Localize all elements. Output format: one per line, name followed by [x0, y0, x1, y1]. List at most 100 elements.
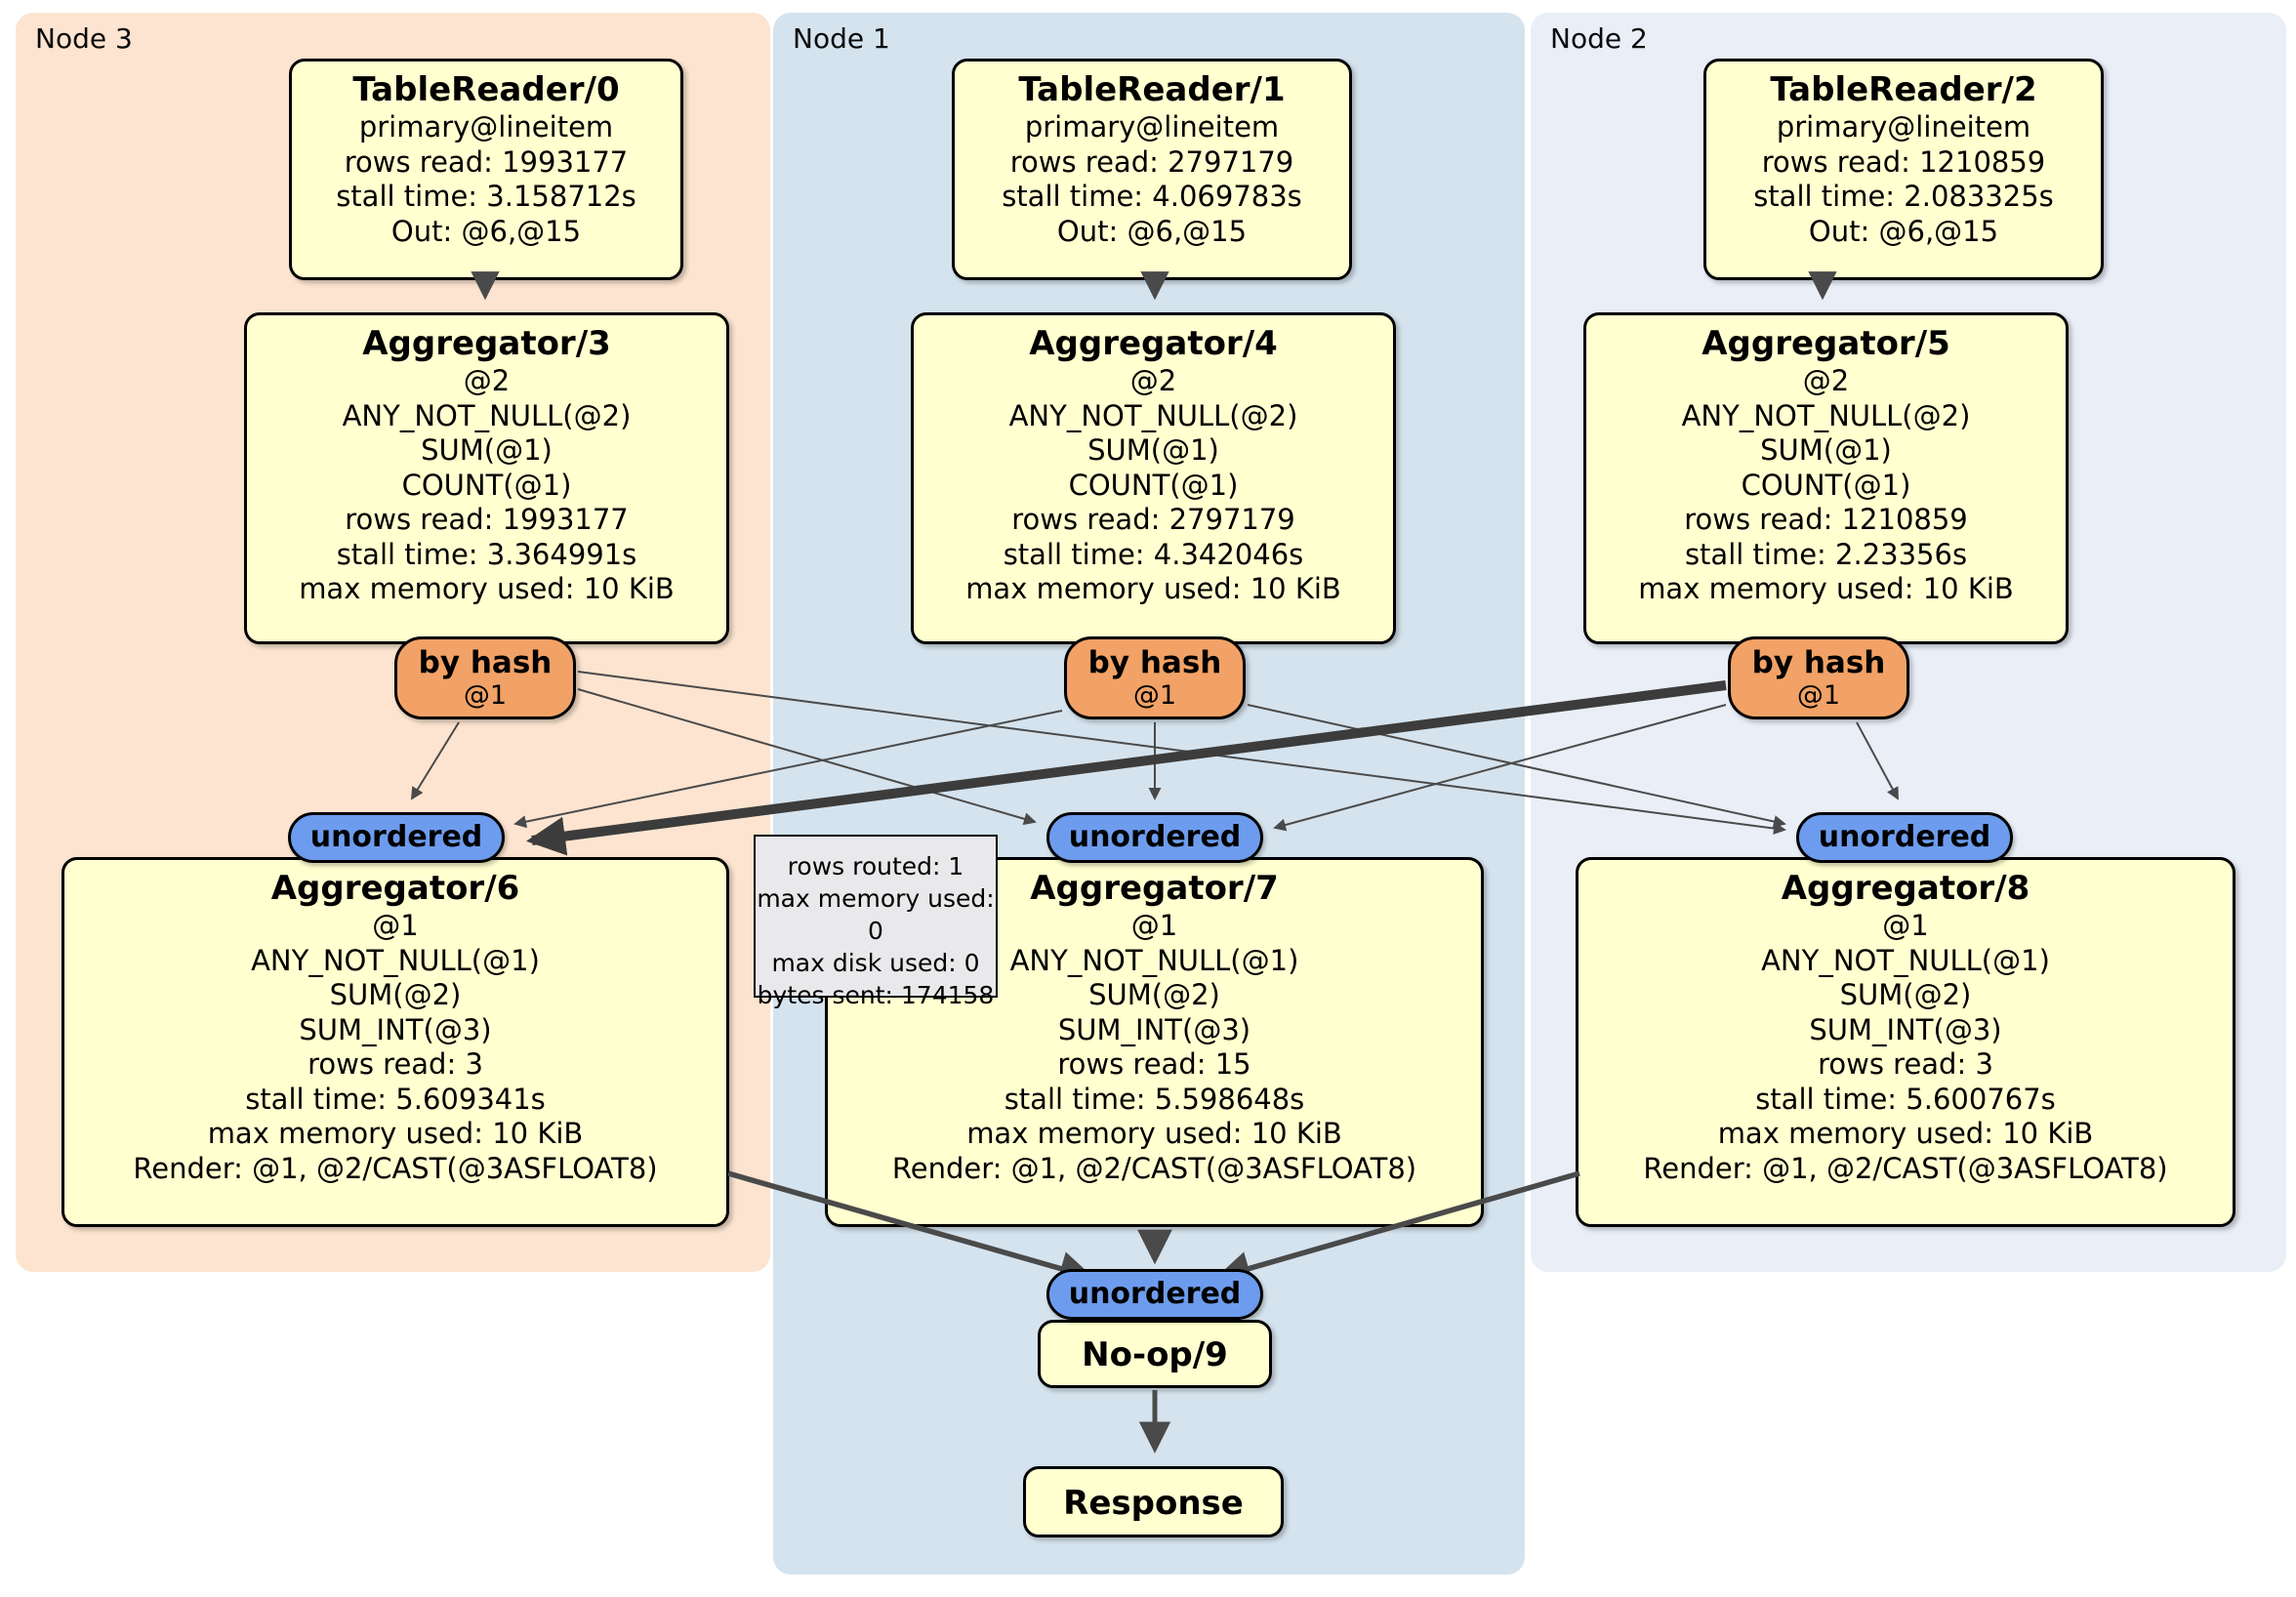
byhash-router-node2: by hash @1: [1728, 636, 1909, 719]
edge-byhash1-unordered3[interactable]: [513, 710, 1063, 829]
detail-line: stall time: 5.600767s: [1755, 1082, 2056, 1116]
aggregator-6-box: Aggregator/6 @1 ANY_NOT_NULL(@1) SUM(@2)…: [62, 857, 729, 1227]
detail-line: SUM_INT(@3): [1809, 1012, 2002, 1046]
detail-line: SUM(@2): [1088, 978, 1220, 1011]
edge-byhash3-unordered1[interactable]: [577, 688, 1037, 826]
byhash-label: by hash: [418, 645, 553, 680]
tablereader-2-title: TableReader/2: [1770, 70, 2037, 109]
byhash-key: @1: [1132, 680, 1177, 711]
edge-aggregator8-unordered-final[interactable]: [1214, 1170, 1580, 1286]
tablereader-0-title: TableReader/0: [352, 70, 620, 109]
detail-line: Out: @6,@15: [390, 214, 582, 248]
tooltip-line: max memory used: 0: [757, 884, 995, 945]
detail-line: Out: @6,@15: [1056, 214, 1248, 248]
detail-line: max memory used: 10 KiB: [965, 572, 1341, 605]
aggregator-7-title: Aggregator/7: [1030, 869, 1279, 908]
byhash-label: by hash: [1751, 645, 1886, 680]
detail-line: SUM_INT(@3): [1057, 1012, 1251, 1046]
detail-line: stall time: 2.23356s: [1684, 537, 1968, 571]
noop-9-title: No-op/9: [1082, 1335, 1228, 1374]
aggregator-4-box: Aggregator/4 @2 ANY_NOT_NULL(@2) SUM(@1)…: [911, 312, 1396, 644]
aggregator-5-title: Aggregator/5: [1702, 324, 1950, 363]
detail-line: rows read: 15: [1057, 1047, 1251, 1081]
detail-line: rows read: 1993177: [345, 503, 629, 536]
detail-line: stall time: 5.609341s: [245, 1082, 546, 1116]
detail-line: Out: @6,@15: [1808, 214, 1999, 248]
detail-line: stall time: 5.598648s: [1004, 1082, 1305, 1116]
edge-byhash2-unordered1[interactable]: [1273, 704, 1727, 832]
detail-line: rows read: 1210859: [1761, 144, 2046, 179]
tablereader-1-title: TableReader/1: [1018, 70, 1286, 109]
detail-line: @2: [463, 364, 511, 397]
detail-line: ANY_NOT_NULL(@1): [251, 943, 540, 977]
detail-line: COUNT(@1): [1741, 468, 1911, 502]
aggregator-3-box: Aggregator/3 @2 ANY_NOT_NULL(@2) SUM(@1)…: [244, 312, 729, 644]
edge-byhash3-unordered3[interactable]: [410, 721, 460, 800]
detail-line: SUM(@2): [329, 978, 462, 1011]
tooltip-line: max disk used: 0: [771, 949, 980, 977]
edge-stats-tooltip: rows routed: 1 max memory used: 0 max di…: [754, 835, 998, 1009]
detail-line: @1: [372, 909, 419, 942]
detail-line: Render: @1, @2/CAST(@3ASFLOAT8): [891, 1151, 1417, 1185]
detail-line: @1: [1130, 909, 1178, 942]
edge-byhash3-unordered2[interactable]: [577, 671, 1786, 836]
detail-line: rows read: 2797179: [1011, 503, 1295, 536]
detail-line: ANY_NOT_NULL(@1): [1761, 943, 2050, 977]
detail-line: SUM(@2): [1839, 978, 1972, 1011]
detail-line: rows read: 2797179: [1009, 144, 1294, 179]
unordered-sync-final: unordered: [1046, 1269, 1263, 1320]
detail-line: stall time: 3.364991s: [336, 537, 637, 571]
detail-line: rows read: 3: [308, 1047, 483, 1081]
detail-line: ANY_NOT_NULL(@1): [1009, 943, 1299, 977]
detail-line: Render: @1, @2/CAST(@3ASFLOAT8): [133, 1151, 658, 1185]
detail-line: primary@lineitem: [358, 110, 614, 143]
tablereader-1-box: TableReader/1 primary@lineitem rows read…: [952, 59, 1352, 280]
edge-byhash1-unordered2[interactable]: [1247, 704, 1786, 828]
aggregator-5-box: Aggregator/5 @2 ANY_NOT_NULL(@2) SUM(@1)…: [1583, 312, 2069, 644]
detail-line: SUM(@1): [1087, 433, 1219, 467]
response-title: Response: [1063, 1484, 1244, 1523]
aggregator-3-title: Aggregator/3: [362, 324, 611, 363]
tablereader-2-box: TableReader/2 primary@lineitem rows read…: [1703, 59, 2104, 280]
detail-line: ANY_NOT_NULL(@2): [1008, 398, 1298, 432]
detail-line: ANY_NOT_NULL(@2): [1681, 398, 1971, 432]
unordered-sync-node3: unordered: [288, 812, 505, 863]
edge-byhash2-unordered2[interactable]: [1856, 721, 1899, 800]
detail-line: primary@lineitem: [1024, 110, 1280, 143]
detail-line: max memory used: 10 KiB: [1638, 572, 2014, 605]
response-box: Response: [1023, 1466, 1284, 1537]
detail-line: max memory used: 10 KiB: [1717, 1117, 2094, 1150]
detail-line: rows read: 3: [1818, 1047, 1993, 1081]
detail-line: stall time: 4.342046s: [1003, 537, 1304, 571]
detail-line: rows read: 1993177: [344, 144, 629, 179]
noop-9-box: No-op/9: [1038, 1320, 1272, 1388]
detail-line: stall time: 2.083325s: [1753, 180, 2054, 213]
aggregator-6-title: Aggregator/6: [270, 869, 520, 908]
detail-line: @2: [1802, 364, 1850, 397]
detail-line: SUM(@1): [1760, 433, 1892, 467]
aggregator-4-title: Aggregator/4: [1029, 324, 1278, 363]
unordered-sync-node1: unordered: [1046, 812, 1263, 863]
detail-line: stall time: 4.069783s: [1002, 180, 1302, 213]
detail-line: stall time: 3.158712s: [336, 180, 636, 213]
detail-line: max memory used: 10 KiB: [207, 1117, 584, 1150]
byhash-router-node1: by hash @1: [1064, 636, 1246, 719]
unordered-sync-node2: unordered: [1796, 812, 2013, 863]
byhash-key: @1: [1796, 680, 1841, 711]
panel-node-2-label: Node 2: [1550, 22, 1648, 55]
detail-line: SUM_INT(@3): [299, 1012, 492, 1046]
byhash-key: @1: [463, 680, 508, 711]
detail-line: max memory used: 10 KiB: [299, 572, 675, 605]
edge-aggregator6-unordered-final[interactable]: [727, 1170, 1095, 1286]
aggregator-8-box: Aggregator/8 @1 ANY_NOT_NULL(@1) SUM(@2)…: [1576, 857, 2235, 1227]
edge-byhash2-unordered3-highlighted[interactable]: [526, 680, 1727, 856]
detail-line: SUM(@1): [421, 433, 553, 467]
aggregator-8-title: Aggregator/8: [1781, 869, 2030, 908]
detail-line: COUNT(@1): [1068, 468, 1239, 502]
detail-line: @2: [1129, 364, 1177, 397]
detail-line: max memory used: 10 KiB: [966, 1117, 1342, 1150]
detail-line: ANY_NOT_NULL(@2): [342, 398, 632, 432]
byhash-router-node3: by hash @1: [394, 636, 576, 719]
